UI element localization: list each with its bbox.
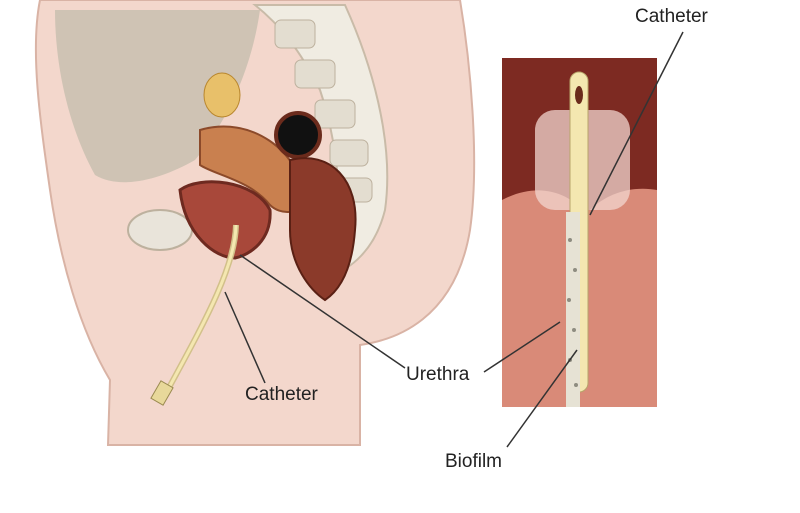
label-urethra: Urethra: [406, 364, 470, 385]
rectum: [289, 157, 357, 302]
leader-catheter-top: [589, 31, 684, 216]
bladder: [178, 180, 272, 260]
vertebra: [314, 99, 356, 129]
catheter-connector: [150, 380, 174, 406]
colon-opening: [274, 111, 322, 159]
vertebra: [329, 139, 369, 167]
label-catheter-top: Catheter: [635, 6, 708, 27]
pubic-bone: [127, 209, 193, 251]
leader-urethra-body: [239, 254, 406, 369]
biofilm-layer: [566, 212, 580, 407]
vertebra: [274, 19, 316, 49]
leader-catheter-bottom: [224, 291, 266, 384]
label-biofilm: Biofilm: [445, 451, 503, 472]
label-catheter-bottom: Catheter: [245, 384, 318, 405]
inset-urethra-closeup: [502, 58, 657, 407]
leader-biofilm: [506, 349, 578, 448]
ovary: [203, 72, 241, 118]
leader-urethra-inset: [483, 321, 561, 373]
vertebra: [294, 59, 336, 89]
